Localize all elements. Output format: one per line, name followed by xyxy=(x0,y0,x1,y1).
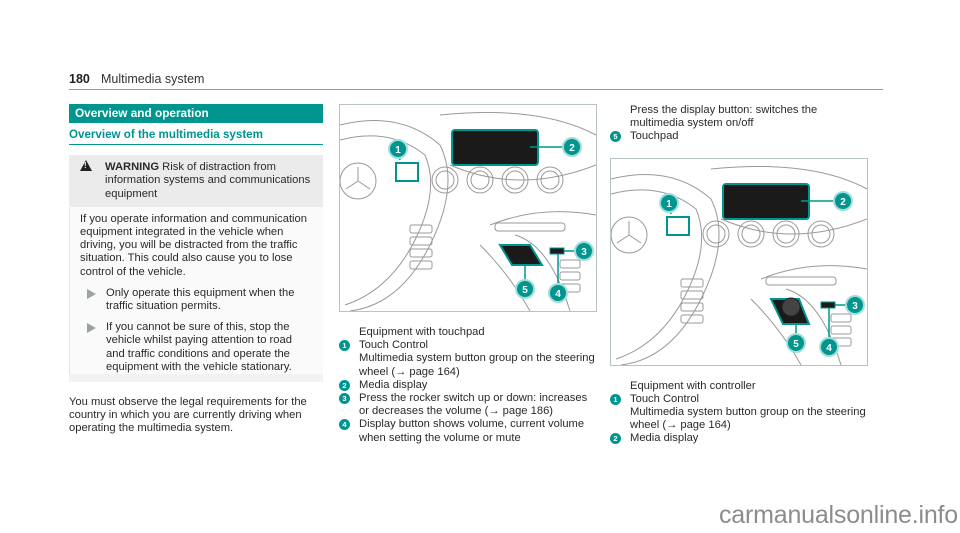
callout-label: 4 xyxy=(555,289,561,300)
figure-touchpad-cockpit: 1 2 3 4 5 xyxy=(339,104,597,312)
legend-caption: Equipment with controller xyxy=(630,379,756,392)
callout-label: 1 xyxy=(395,145,401,156)
callout-3 xyxy=(574,241,594,261)
page-title: Multimedia system xyxy=(100,72,205,86)
callout-3 xyxy=(845,294,865,315)
number-badge: 5 xyxy=(610,131,621,143)
callout-1 xyxy=(388,139,408,159)
arrow-bullet-icon xyxy=(87,288,96,299)
callout-label: 5 xyxy=(793,339,799,350)
page-header: 180 Multimedia system xyxy=(69,72,883,90)
legend-item-description: Multimedia system button group on the st… xyxy=(359,352,595,378)
warning-body: If you operate information and communica… xyxy=(69,206,323,375)
callout-5 xyxy=(515,279,535,299)
section-subtitle: Overview of the multimedia system xyxy=(69,123,323,146)
cockpit-illustration: 1 2 3 4 5 xyxy=(340,112,596,311)
callout-label: 3 xyxy=(581,247,587,258)
callout-1 xyxy=(659,192,679,213)
warning-bullet: Only operate this equipment when the tra… xyxy=(80,287,313,313)
callout-label: 3 xyxy=(852,301,858,312)
bullet-text: Only operate this equipment when the tra… xyxy=(106,286,295,313)
callout-4 xyxy=(819,336,839,357)
callout-4 xyxy=(548,283,568,303)
warning-header: WARNING Risk of distraction from informa… xyxy=(69,155,323,207)
arrow-bullet-icon xyxy=(87,323,96,334)
callout-5 xyxy=(786,332,806,353)
figure-controller-cockpit: 1 2 3 4 5 xyxy=(610,157,868,366)
number-badge: 2 xyxy=(610,433,621,445)
legend-item-description: Multimedia system button group on the st… xyxy=(630,406,866,432)
section-title: Overview and operation xyxy=(69,104,323,123)
warning-heading-text: Risk of distraction from information sys… xyxy=(105,161,311,200)
callout-2 xyxy=(833,190,853,211)
page-number: 180 xyxy=(69,72,90,86)
warning-bullet: If you cannot be sure of this, stop the … xyxy=(80,321,313,374)
legal-paragraph: You must observe the legal requirements … xyxy=(69,396,307,435)
warning-text: If you operate information and communica… xyxy=(80,212,307,278)
callout-label: 2 xyxy=(840,197,846,208)
callout-label: 2 xyxy=(569,143,575,154)
warning-label: WARNING xyxy=(105,161,160,174)
legend-caption: Equipment with touchpad xyxy=(359,326,485,338)
watermark: carmanualsonline.info xyxy=(718,501,958,529)
warning-box: WARNING Risk of distraction from informa… xyxy=(69,155,323,383)
number-badge: 4 xyxy=(339,419,350,431)
warning-triangle-icon xyxy=(80,160,92,172)
callout-label: 4 xyxy=(826,343,832,354)
column-right: Press the display button: switches the m… xyxy=(610,104,868,446)
bullet-text: If you cannot be sure of this, stop the … xyxy=(106,321,292,373)
callout-2 xyxy=(562,137,582,157)
callout-label: 1 xyxy=(666,199,672,210)
number-badge: 2 xyxy=(339,379,350,391)
number-badge: 3 xyxy=(339,393,350,405)
callout-markers xyxy=(388,137,594,303)
legend-item-description: Press the display button: switches the m… xyxy=(630,104,818,130)
number-badge: 1 xyxy=(610,393,621,405)
callout-label: 5 xyxy=(522,285,528,296)
column-left: Overview and operation Overview of the m… xyxy=(69,104,323,436)
cockpit-illustration: 1 2 3 4 5 xyxy=(611,165,867,365)
number-badge: 1 xyxy=(339,340,350,352)
